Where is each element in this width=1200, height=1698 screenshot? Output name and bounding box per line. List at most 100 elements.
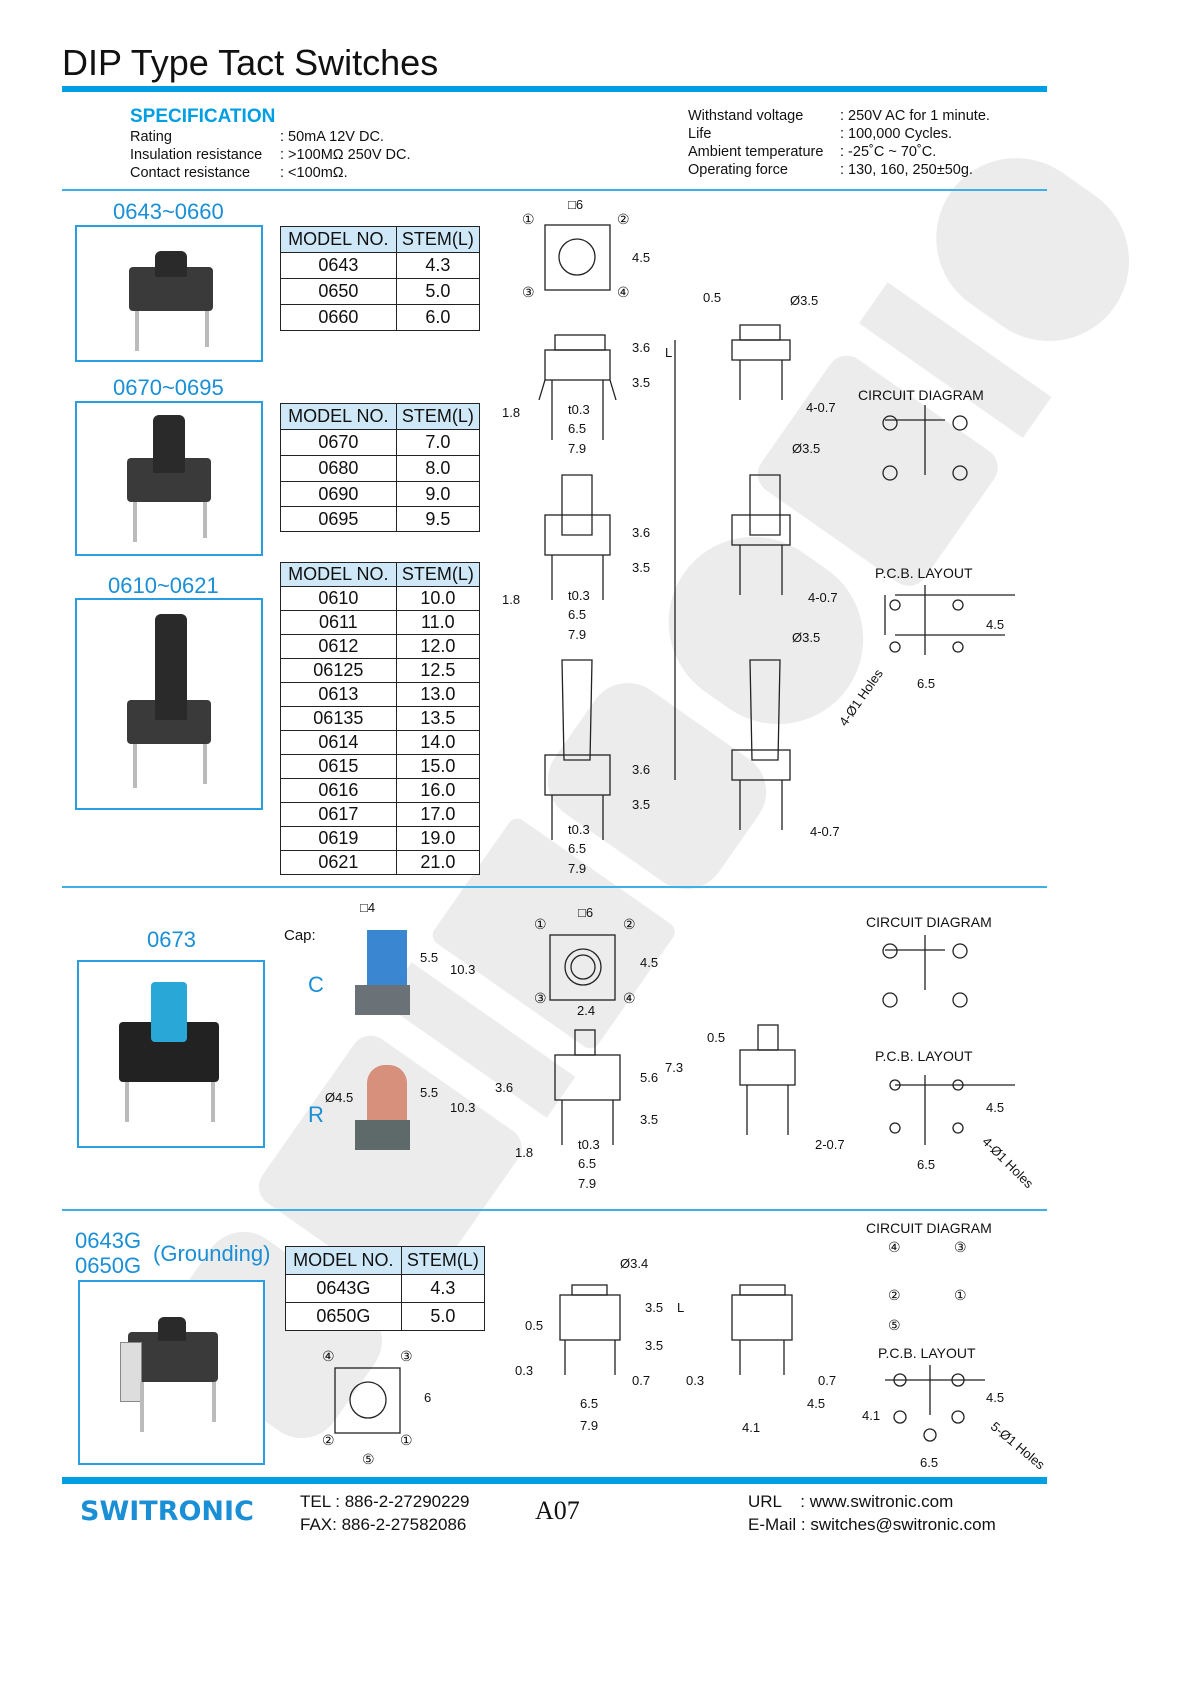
spec-right-values: : 250V AC for 1 minute.: 100,000 Cycles.… [840,108,990,178]
dim-label: 7.9 [568,861,587,876]
table-cell: 0616 [280,778,397,803]
table-cell: 0619 [280,826,397,851]
divider [62,1209,1047,1211]
dim-label: L [665,345,673,360]
dim-label: 6.5 [568,607,587,622]
dim-label: 3.5 [632,375,651,390]
dim-label: □6 [578,905,594,920]
pin-label: ④ [322,1348,335,1364]
footer-rule [62,1477,1047,1484]
table-cell: 0610 [280,586,397,611]
dim-label: 4.5 [986,1100,1005,1115]
dim-label: Ø3.5 [792,630,821,645]
dim-label: 6.5 [580,1396,599,1411]
dim-label: 2.4 [577,1003,596,1018]
dimension-drawings-3 [559,1284,985,1442]
dim-label: 4.5 [640,955,659,970]
table-cell: 0621 [280,850,397,875]
dim-label: 7.9 [568,627,587,642]
dim-label: Ø3.5 [790,293,819,308]
product-image-0643g [78,1280,265,1465]
pin-label: ② [623,916,636,932]
table-cell: 11.0 [395,610,481,635]
spec-left-values: : 50mA 12V DC.: >100MΩ 250V DC.: <100mΩ. [280,129,411,181]
dim-label: 3.6 [632,525,651,540]
cap-c-image [355,930,415,1050]
dim-label: 1.8 [502,592,521,607]
dim-label: 1.8 [515,1145,534,1160]
table-cell: 0615 [280,754,397,779]
product-image-0670 [75,401,263,556]
table-cell: 17.0 [395,802,481,827]
dim-label: 4.1 [862,1408,881,1423]
spec-heading: SPECIFICATION [130,106,276,127]
product-image-0673 [77,960,265,1148]
dim-label: 3.6 [495,1080,514,1095]
dim-label: 7.9 [568,441,587,456]
dim-label: 10.3 [450,1100,476,1115]
dim-label: 0.7 [632,1373,651,1388]
table-cell: 12.5 [395,658,481,683]
circuit-diagram-label: CIRCUIT DIAGRAM [858,387,984,403]
group-label: 0643~0660 [113,199,224,224]
group-label: 0650G [75,1253,142,1278]
dim-label: 5.6 [640,1070,659,1085]
pin-label: ③ [400,1348,413,1364]
pin-label: ③ [534,990,547,1006]
dim-label: t0.3 [568,588,590,603]
circuit-diagram-label: CIRCUIT DIAGRAM [866,914,992,930]
table-cell: 13.0 [395,682,481,707]
table-cell: 15.0 [395,754,481,779]
divider [62,189,1047,191]
group-label: 0670~0695 [113,375,224,400]
table-cell: 14.0 [395,730,481,755]
dim-label: Ø3.5 [792,441,821,456]
dim-label: 0.5 [703,290,722,305]
dim-label: □4 [360,900,376,915]
cap-r-image [355,1065,415,1185]
table-cell: 19.0 [395,826,481,851]
dim-label: 6.5 [578,1156,597,1171]
dim-label: 4.5 [632,250,651,265]
pcb-layout-label: P.C.B. LAYOUT [875,565,973,581]
dim-label: 4-0.7 [810,824,840,839]
dim-label: 6.5 [920,1455,939,1470]
product-image-0610 [75,598,263,810]
pin-label: ① [954,1287,967,1303]
page-number: A07 [535,1496,580,1525]
pin-label: ② [888,1287,901,1303]
pcb-layout-label: P.C.B. LAYOUT [878,1345,976,1361]
dim-label: 5.5 [420,950,439,965]
cap-c-label: C [308,972,324,997]
pin-label: ① [400,1432,413,1448]
pin-label: ⑤ [888,1317,901,1333]
pin-label: ① [534,916,547,932]
dim-label: t0.3 [568,822,590,837]
table-cell: 06135 [280,706,397,731]
dim-label: 0.7 [818,1373,837,1388]
pin-label: ③ [522,284,535,300]
table-cell: 06125 [280,658,397,683]
dim-label: 6.5 [568,421,587,436]
dim-label: 4.5 [986,617,1005,632]
brand-logo: SWITRONIC [80,1496,254,1527]
product-image-0643 [75,225,263,362]
dim-label: □6 [568,197,584,212]
dim-label: 3.6 [632,340,651,355]
cap-r-label: R [308,1102,324,1127]
dim-label: 3.5 [640,1112,659,1127]
pin-label: ③ [954,1239,967,1255]
dim-label: t0.3 [568,402,590,417]
